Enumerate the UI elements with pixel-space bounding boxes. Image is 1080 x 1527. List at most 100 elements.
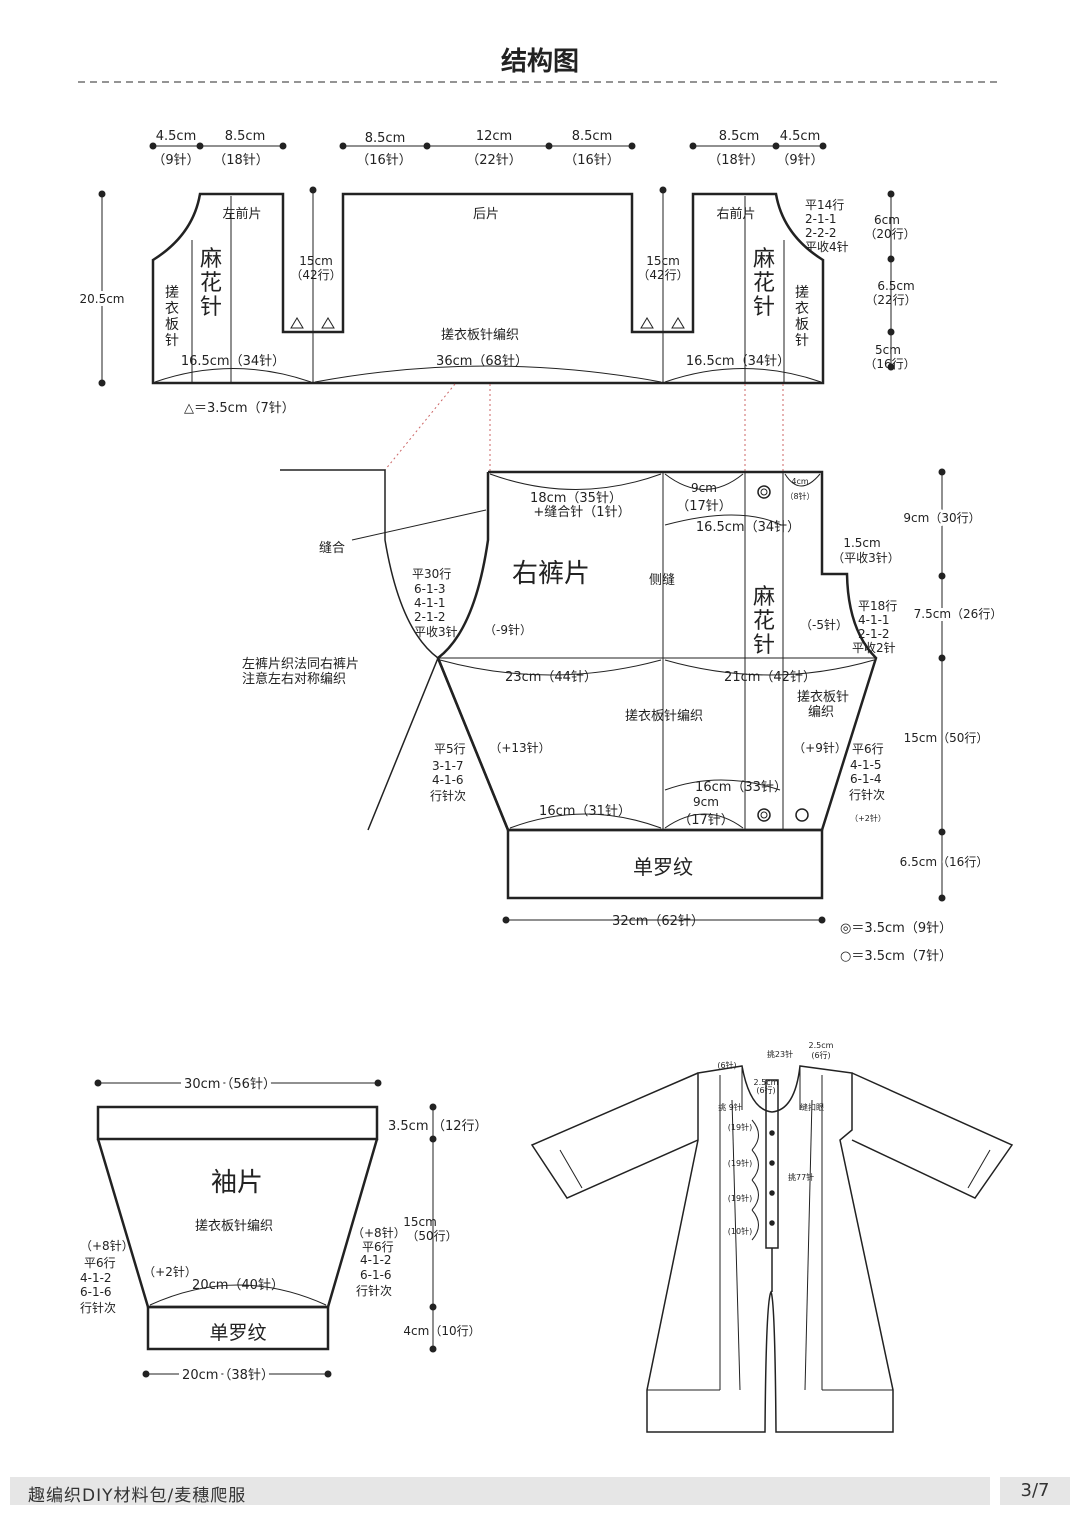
svg-text:花: 花 bbox=[753, 609, 775, 634]
svg-text:（17针）: （17针） bbox=[676, 499, 732, 514]
svg-text:（8针）: （8针） bbox=[785, 491, 814, 501]
triangle-note: △＝3.5cm（7针） bbox=[184, 401, 295, 416]
svg-text:平30行: 平30行 bbox=[412, 567, 451, 581]
pants-section bbox=[280, 468, 946, 924]
button-double-icon bbox=[757, 485, 771, 499]
dim-dot bbox=[279, 142, 287, 150]
svg-text:15cm: 15cm bbox=[299, 254, 333, 268]
svg-text:搓衣板针: 搓衣板针 bbox=[797, 689, 849, 705]
sleeve-section bbox=[94, 1079, 437, 1378]
svg-text:8.5cm: 8.5cm bbox=[365, 131, 406, 146]
svg-text:麻: 麻 bbox=[753, 247, 775, 272]
triangle-icon bbox=[321, 317, 335, 329]
svg-text:3-1-7: 3-1-7 bbox=[432, 759, 464, 773]
svg-text:编织: 编织 bbox=[808, 705, 834, 720]
svg-text:9cm（30行）: 9cm（30行） bbox=[903, 511, 980, 525]
svg-text:2-1-1: 2-1-1 bbox=[805, 212, 837, 226]
svg-text:（18针）: （18针） bbox=[213, 153, 269, 168]
svg-text:16cm（33针）: 16cm（33针） bbox=[695, 780, 787, 795]
legend-double-circle: ◎＝3.5cm（9针） bbox=[840, 921, 952, 936]
svg-text:(10针): (10针) bbox=[728, 1226, 752, 1236]
svg-text:（50行）: （50行） bbox=[406, 1229, 457, 1243]
svg-text:(6行): (6行) bbox=[811, 1050, 830, 1060]
dim-dot bbox=[819, 142, 827, 150]
svg-text:(6行): (6行) bbox=[756, 1085, 775, 1095]
svg-text:21cm（42针）: 21cm（42针） bbox=[724, 670, 816, 685]
svg-text:(6针): (6针) bbox=[717, 1060, 736, 1070]
svg-text:8.5cm: 8.5cm bbox=[225, 129, 266, 144]
dim-dot bbox=[689, 142, 697, 150]
svg-text:搓: 搓 bbox=[795, 285, 809, 301]
svg-text:2-1-2: 2-1-2 bbox=[858, 627, 890, 641]
page-indicator: 3/7 bbox=[1000, 1477, 1070, 1505]
svg-text:麻: 麻 bbox=[200, 247, 222, 272]
svg-text:（22针）: （22针） bbox=[466, 153, 522, 168]
button-icon bbox=[795, 808, 809, 822]
svg-text:（-5针）: （-5针） bbox=[800, 617, 848, 632]
footer-title: 趣编织DIY材料包/麦穗爬服 bbox=[28, 1486, 247, 1506]
svg-text:16.5cm（34针）: 16.5cm（34针） bbox=[686, 354, 790, 369]
svg-text:（+2针）: （+2针） bbox=[850, 813, 886, 823]
svg-text:（42行）: （42行） bbox=[637, 268, 688, 282]
svg-text:针: 针 bbox=[165, 333, 179, 349]
svg-text:32cm（62针）: 32cm（62针） bbox=[612, 914, 704, 929]
svg-text:(19针): (19针) bbox=[728, 1122, 752, 1132]
svg-text:3.5cm: 3.5cm bbox=[388, 1119, 429, 1134]
svg-text:4-1-2: 4-1-2 bbox=[80, 1271, 112, 1285]
svg-text:针: 针 bbox=[200, 295, 222, 320]
svg-text:（22行）: （22行） bbox=[865, 293, 916, 307]
svg-text:搓衣板针编织: 搓衣板针编织 bbox=[625, 708, 703, 724]
dim-dot bbox=[423, 142, 431, 150]
svg-text:16cm（31针）: 16cm（31针） bbox=[539, 804, 631, 819]
svg-text:衣: 衣 bbox=[165, 301, 179, 317]
svg-text:平6行: 平6行 bbox=[852, 742, 884, 756]
dim-dot bbox=[545, 142, 553, 150]
svg-text:4.5cm: 4.5cm bbox=[780, 129, 821, 144]
svg-text:4cm（10行）: 4cm（10行） bbox=[403, 1324, 480, 1338]
svg-text:（+9针）: （+9针） bbox=[793, 740, 847, 755]
left-front-label: 左前片 bbox=[222, 206, 261, 222]
svg-text:6.5cm: 6.5cm bbox=[877, 279, 914, 293]
legend-circle: ○＝3.5cm（7针） bbox=[840, 949, 952, 964]
svg-text:(19针): (19针) bbox=[728, 1193, 752, 1203]
svg-text:挑23针: 挑23针 bbox=[767, 1049, 793, 1059]
svg-text:（18针）: （18针） bbox=[708, 153, 764, 168]
svg-text:6-1-6: 6-1-6 bbox=[80, 1285, 112, 1299]
svg-text:花: 花 bbox=[200, 271, 222, 296]
svg-text:4.5cm: 4.5cm bbox=[156, 129, 197, 144]
svg-text:平14行: 平14行 bbox=[805, 198, 844, 212]
svg-text:8.5cm: 8.5cm bbox=[719, 129, 760, 144]
triangle-icon bbox=[640, 317, 654, 329]
triangle-icon bbox=[290, 317, 304, 329]
svg-text:侧缝: 侧缝 bbox=[649, 573, 675, 588]
svg-text:（+2针）: （+2针） bbox=[143, 1264, 197, 1279]
svg-text:9cm: 9cm bbox=[691, 481, 717, 495]
svg-text:2.5cm: 2.5cm bbox=[754, 1078, 779, 1087]
garment-overview bbox=[530, 1065, 1014, 1433]
svg-text:针: 针 bbox=[753, 295, 775, 320]
svg-text:搓衣板针编织: 搓衣板针编织 bbox=[441, 327, 519, 343]
svg-text:平6行: 平6行 bbox=[362, 1240, 394, 1254]
svg-text:6-1-6: 6-1-6 bbox=[360, 1268, 392, 1282]
svg-text:8.5cm: 8.5cm bbox=[572, 129, 613, 144]
svg-text:（16针）: （16针） bbox=[356, 153, 412, 168]
svg-text:15cm（50行）: 15cm（50行） bbox=[904, 731, 989, 745]
svg-text:+缝合针（1针）: +缝合针（1针） bbox=[533, 505, 630, 520]
dim-dot bbox=[628, 142, 636, 150]
svg-text:挑77针: 挑77针 bbox=[788, 1172, 814, 1182]
pants-labels: 缝合 18cm（35针） +缝合针（1针） 9cm （17针） 4cm （8针）… bbox=[242, 477, 1005, 964]
svg-text:行针次: 行针次 bbox=[430, 788, 466, 803]
svg-text:衣: 衣 bbox=[795, 301, 809, 317]
svg-text:4-1-5: 4-1-5 bbox=[850, 758, 882, 772]
svg-text:（42行）: （42行） bbox=[290, 268, 341, 282]
right-front-label: 右前片 bbox=[716, 206, 755, 222]
svg-text:15cm: 15cm bbox=[403, 1215, 437, 1229]
rib-label: 单罗纹 bbox=[633, 855, 693, 879]
svg-text:左裤片织法同右裤片: 左裤片织法同右裤片 bbox=[242, 657, 359, 672]
svg-text:（-9针）: （-9针） bbox=[484, 622, 532, 637]
svg-text:23cm（44针）: 23cm（44针） bbox=[505, 670, 597, 685]
svg-text:（20行）: （20行） bbox=[864, 227, 915, 241]
svg-text:平5行: 平5行 bbox=[434, 742, 466, 756]
bodice-outline bbox=[151, 192, 825, 385]
